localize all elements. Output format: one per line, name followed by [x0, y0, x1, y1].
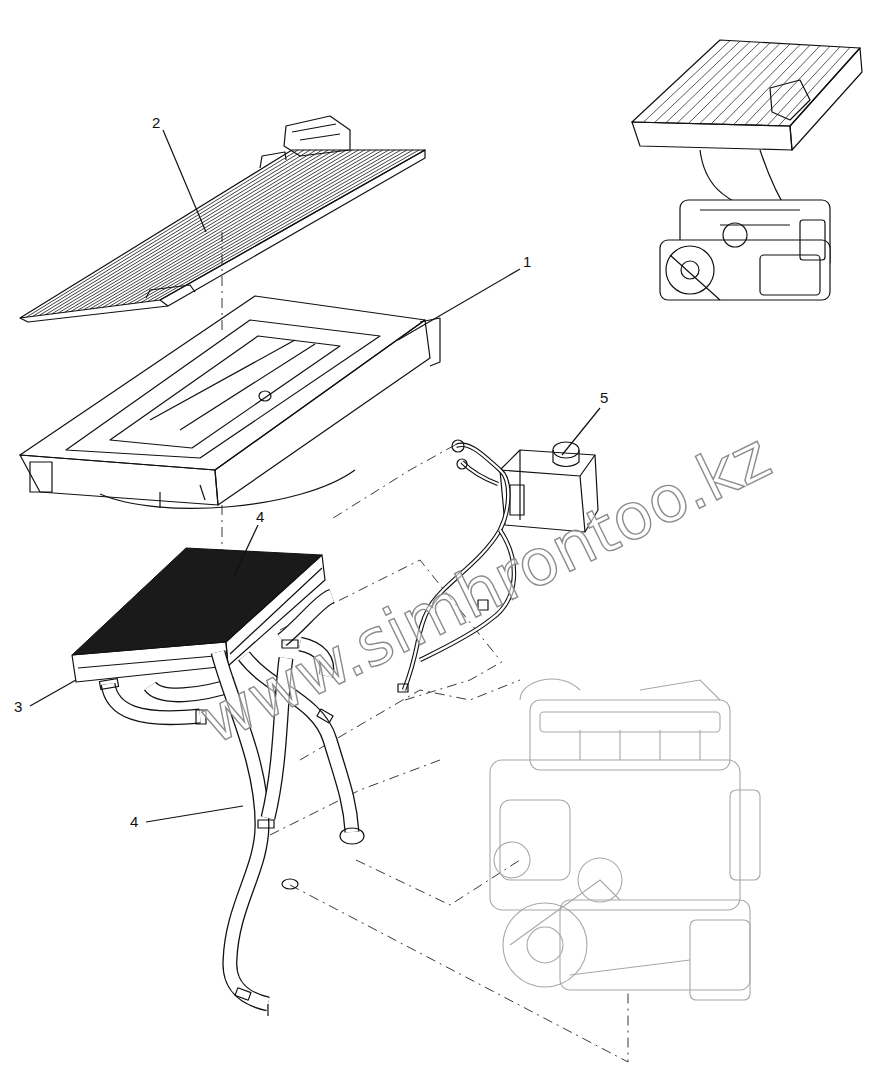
callout-number: 4: [128, 814, 140, 830]
callout-number: 4: [254, 509, 266, 525]
callout-number: 3: [12, 699, 24, 715]
callout-number: 1: [521, 254, 533, 270]
callout-number: 5: [598, 390, 610, 406]
callout-number: 2: [150, 115, 162, 131]
